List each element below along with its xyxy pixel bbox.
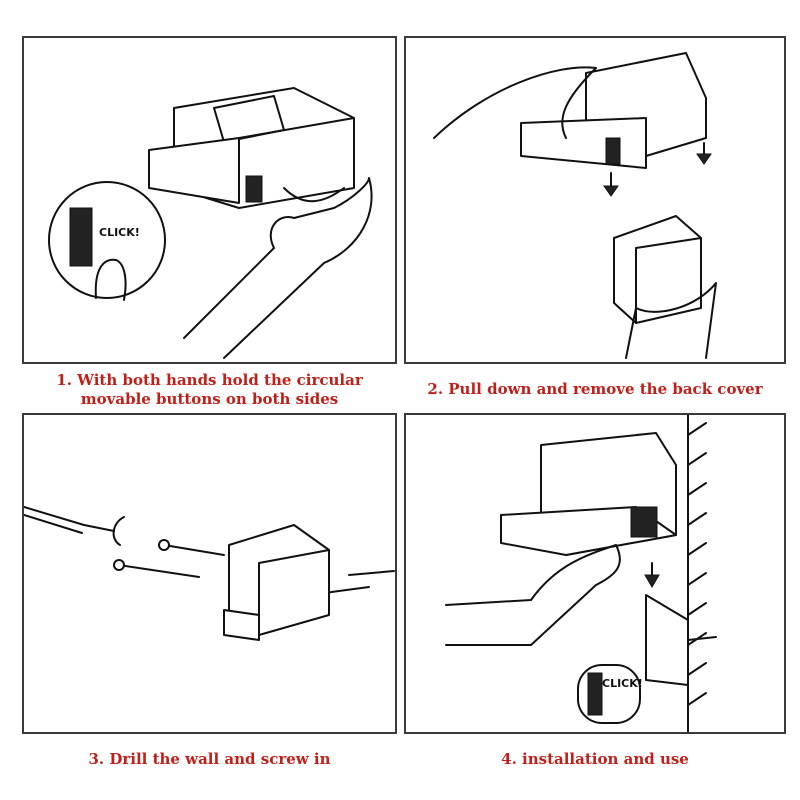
side-button: [605, 137, 621, 165]
step-1-caption-line1: 1. With both hands hold the circular: [56, 371, 363, 389]
hand: [445, 544, 621, 646]
step-1-illustration: CLICK!: [48, 87, 373, 359]
arrow-down-icon: [696, 153, 712, 165]
screw: [163, 544, 225, 556]
inset-finger: [94, 258, 127, 301]
step-2-illustration: [433, 52, 717, 359]
arrow-down-icon: [603, 185, 619, 197]
circular-button-right: [245, 175, 263, 203]
screw: [118, 564, 200, 578]
hand: [433, 66, 597, 139]
dispenser-mount-plate: [520, 117, 647, 169]
step-4-panel: CLICK!: [404, 413, 786, 734]
step-1-caption-line2: movable buttons on both sides: [80, 390, 339, 408]
step-3-caption-line1: 3. Drill the wall and screw in: [88, 750, 331, 768]
step-2-caption-line1: 2. Pull down and remove the back cover: [427, 380, 763, 398]
step-2-caption: 2. Pull down and remove the back cover: [404, 380, 786, 399]
hand: [183, 177, 373, 359]
side-button: [630, 506, 658, 538]
screw: [687, 636, 717, 641]
step-2-panel: [404, 36, 786, 364]
step-4-illustration: CLICK!: [445, 415, 717, 732]
step-3-caption: 3. Drill the wall and screw in: [22, 750, 397, 769]
click-inset-circle: [48, 181, 166, 299]
step-3-illustration: [24, 506, 395, 641]
step-4-caption: 4. installation and use: [404, 750, 786, 769]
step-1-caption: 1. With both hands hold the circular mov…: [22, 371, 397, 409]
rotate-icon: [112, 516, 125, 546]
wall-hatching: [687, 422, 707, 706]
arrow-down-icon: [644, 574, 660, 588]
click-callout: CLICK!: [99, 226, 140, 239]
screwdriver: [24, 506, 115, 532]
step-1-panel: CLICK!: [22, 36, 397, 364]
inset-button: [69, 207, 93, 267]
inset-button: [587, 672, 603, 716]
dispenser-mount-plate: [148, 137, 240, 204]
screw: [348, 570, 395, 576]
click-callout: CLICK!: [602, 677, 643, 690]
screw: [323, 586, 370, 594]
step-3-panel: [22, 413, 397, 734]
click-inset: [577, 664, 641, 724]
step-4-caption-line1: 4. installation and use: [501, 750, 689, 768]
hand: [625, 282, 717, 359]
back-cover: [613, 215, 702, 324]
mounted-back-cover: [645, 594, 689, 686]
